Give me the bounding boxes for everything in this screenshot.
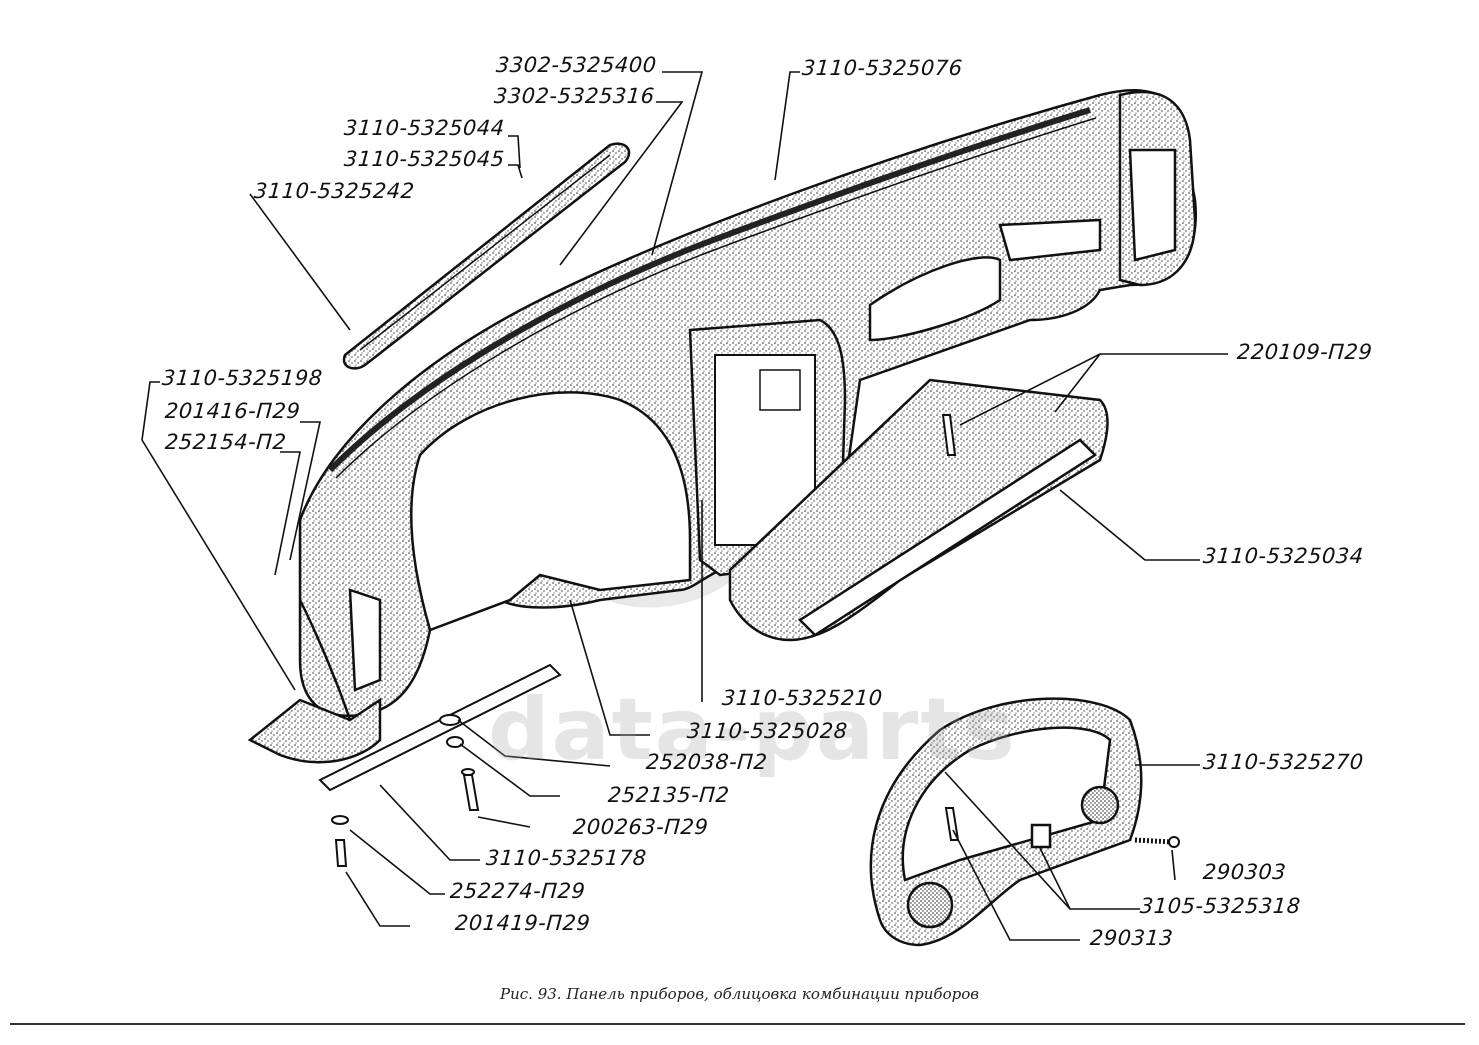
part-label: 3110-5325198 xyxy=(161,366,324,390)
part-label: 290303 xyxy=(1202,860,1288,884)
part-label: 201416-П29 xyxy=(164,399,302,423)
part-label: 3110-5325034 xyxy=(1202,544,1365,568)
part-label: 3105-5325318 xyxy=(1139,894,1302,918)
screws xyxy=(331,414,1180,867)
part-label: 252274-П29 xyxy=(449,879,587,903)
part-label: 220109-П29 xyxy=(1236,340,1374,364)
part-label: 3110-5325076 xyxy=(801,56,964,80)
glove-box-tray xyxy=(728,378,1109,642)
bottom-rule xyxy=(10,1023,1465,1025)
part-label: 290313 xyxy=(1089,926,1175,950)
watermark-text: data-parts xyxy=(488,680,1017,780)
part-label: 252135-П2 xyxy=(607,783,731,807)
part-label: 252154-П2 xyxy=(164,430,288,454)
mounting-strip xyxy=(318,663,562,792)
part-label: 3110-5325045 xyxy=(343,147,506,171)
leader-lines xyxy=(141,71,1228,941)
figure-caption: Рис. 93. Панель приборов, облицовка комб… xyxy=(500,985,979,1003)
part-label: 3110-5325178 xyxy=(485,846,648,870)
part-label: 3110-5325270 xyxy=(1202,750,1365,774)
defroster-grille xyxy=(342,142,631,370)
left-end-bracket xyxy=(247,588,382,764)
part-label: 3110-5325242 xyxy=(253,179,416,203)
part-label: 3302-5325400 xyxy=(495,53,658,77)
part-label: 252038-П2 xyxy=(645,750,769,774)
part-label: 3110-5325028 xyxy=(686,719,849,743)
part-label: 201419-П29 xyxy=(454,911,592,935)
part-label: 3110-5325210 xyxy=(721,686,884,710)
part-label: 200263-П29 xyxy=(572,815,710,839)
part-label: 3302-5325316 xyxy=(493,84,656,108)
part-label: 3110-5325044 xyxy=(343,116,506,140)
cluster-bezel xyxy=(869,697,1143,947)
